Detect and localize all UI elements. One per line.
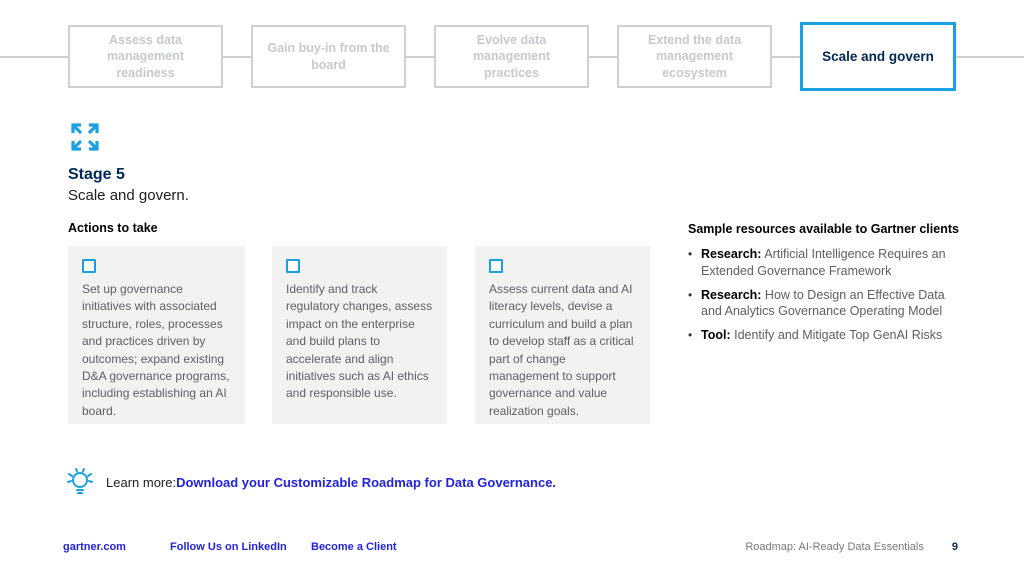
resource-type-label: Research:: [701, 247, 762, 261]
checkbox-icon[interactable]: [286, 259, 300, 273]
stage-stepper: Assess data management readiness Gain bu…: [0, 0, 1024, 100]
action-card-regulatory-changes: Identify and track regulatory changes, a…: [272, 246, 447, 424]
page-number: 9: [951, 541, 958, 553]
stepper-item-scale-and-govern[interactable]: Scale and govern: [800, 22, 956, 91]
become-a-client-link[interactable]: Become a Client: [311, 541, 397, 553]
footer-right: Roadmap: AI-Ready Data Essentials 9: [745, 541, 958, 553]
document-title: Roadmap: AI-Ready Data Essentials: [745, 541, 924, 553]
action-card-literacy-curriculum: Assess current data and AI literacy leve…: [475, 246, 650, 424]
resource-title: Artificial Intelligence Requires an Exte…: [701, 247, 946, 278]
action-card-text: Set up governance initiatives with assoc…: [82, 282, 230, 418]
bullet-icon: •: [688, 247, 693, 261]
resource-title: Identify and Mitigate Top GenAI Risks: [730, 328, 943, 342]
bullet-icon: •: [688, 287, 693, 302]
stepper-item-extend-ecosystem[interactable]: Extend the data management ecosystem: [617, 25, 772, 88]
checkbox-icon[interactable]: [489, 259, 503, 273]
stepper-item-assess-readiness[interactable]: Assess data management readiness: [68, 25, 223, 88]
learn-more-label: Learn more:: [106, 474, 177, 490]
download-roadmap-link[interactable]: Download your Customizable Roadmap for D…: [176, 474, 557, 490]
expand-arrows-icon[interactable]: [67, 119, 103, 155]
stepper-item-gain-buy-in[interactable]: Gain buy-in from the board: [251, 25, 406, 88]
action-card-governance-initiatives: Set up governance initiatives with assoc…: [68, 246, 245, 424]
stage-title: Stage 5: [68, 166, 125, 183]
gartner-com-link[interactable]: gartner.com: [63, 541, 126, 553]
resource-type-label: Research:: [701, 287, 762, 302]
learn-more-row: Learn more: Download your Customizable R…: [64, 466, 556, 498]
action-card-text: Assess current data and AI literacy leve…: [489, 282, 634, 418]
follow-linkedin-link[interactable]: Follow Us on LinkedIn: [170, 541, 287, 553]
bullet-icon: •: [688, 328, 693, 342]
stage-subtitle: Scale and govern.: [68, 187, 189, 204]
sample-resources-panel: Sample resources available to Gartner cl…: [688, 222, 968, 351]
list-item: • Research: How to Design an Effective D…: [688, 287, 968, 321]
list-item: • Tool: Identify and Mitigate Top GenAI …: [688, 327, 968, 344]
stepper-item-evolve-practices[interactable]: Evolve data management practices: [434, 25, 589, 88]
actions-heading: Actions to take: [68, 221, 158, 235]
lightbulb-icon: [67, 468, 93, 494]
resource-type-label: Tool:: [701, 328, 731, 342]
action-card-text: Identify and track regulatory changes, a…: [286, 282, 433, 401]
resources-heading: Sample resources available to Gartner cl…: [688, 222, 959, 236]
list-item: • Research: Artificial Intelligence Requ…: [688, 246, 968, 280]
checkbox-icon[interactable]: [82, 259, 96, 273]
resource-title: How to Design an Effective Data and Anal…: [701, 287, 945, 319]
